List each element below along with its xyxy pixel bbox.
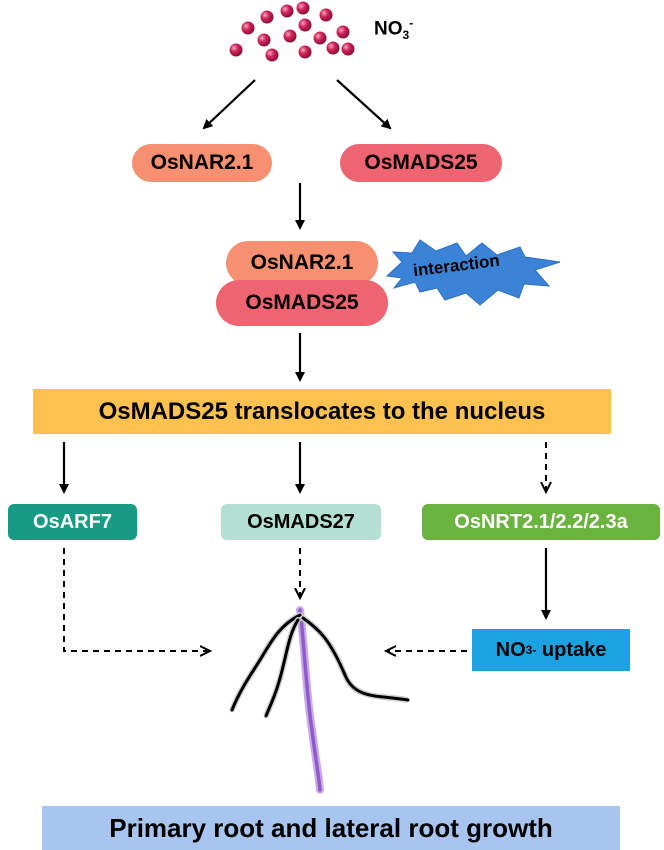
- osmads25-complex-pill: OsMADS25: [216, 280, 388, 326]
- translocation-banner: OsMADS25 translocates to the nucleus: [33, 389, 611, 434]
- osarf7-box: OsARF7: [8, 504, 137, 540]
- root-system: [229, 606, 411, 794]
- osmads27-box: OsMADS27: [221, 504, 381, 540]
- dashed-arrows: [63, 442, 546, 651]
- osnrt2-box: OsNRT2.1/2.2/2.3a: [422, 504, 660, 540]
- outcome-banner: Primary root and lateral root growth: [42, 806, 620, 850]
- osmads25-pill: OsMADS25: [340, 144, 502, 182]
- osnar21-pill: OsNAR2.1: [132, 144, 272, 182]
- interaction-star: [385, 239, 561, 306]
- solid-arrows: [59, 79, 551, 620]
- nitrate-label: NO3-: [374, 16, 414, 43]
- nitrate-dots: [229, 1, 355, 62]
- osnar21-complex-pill: OsNAR2.1: [226, 241, 378, 285]
